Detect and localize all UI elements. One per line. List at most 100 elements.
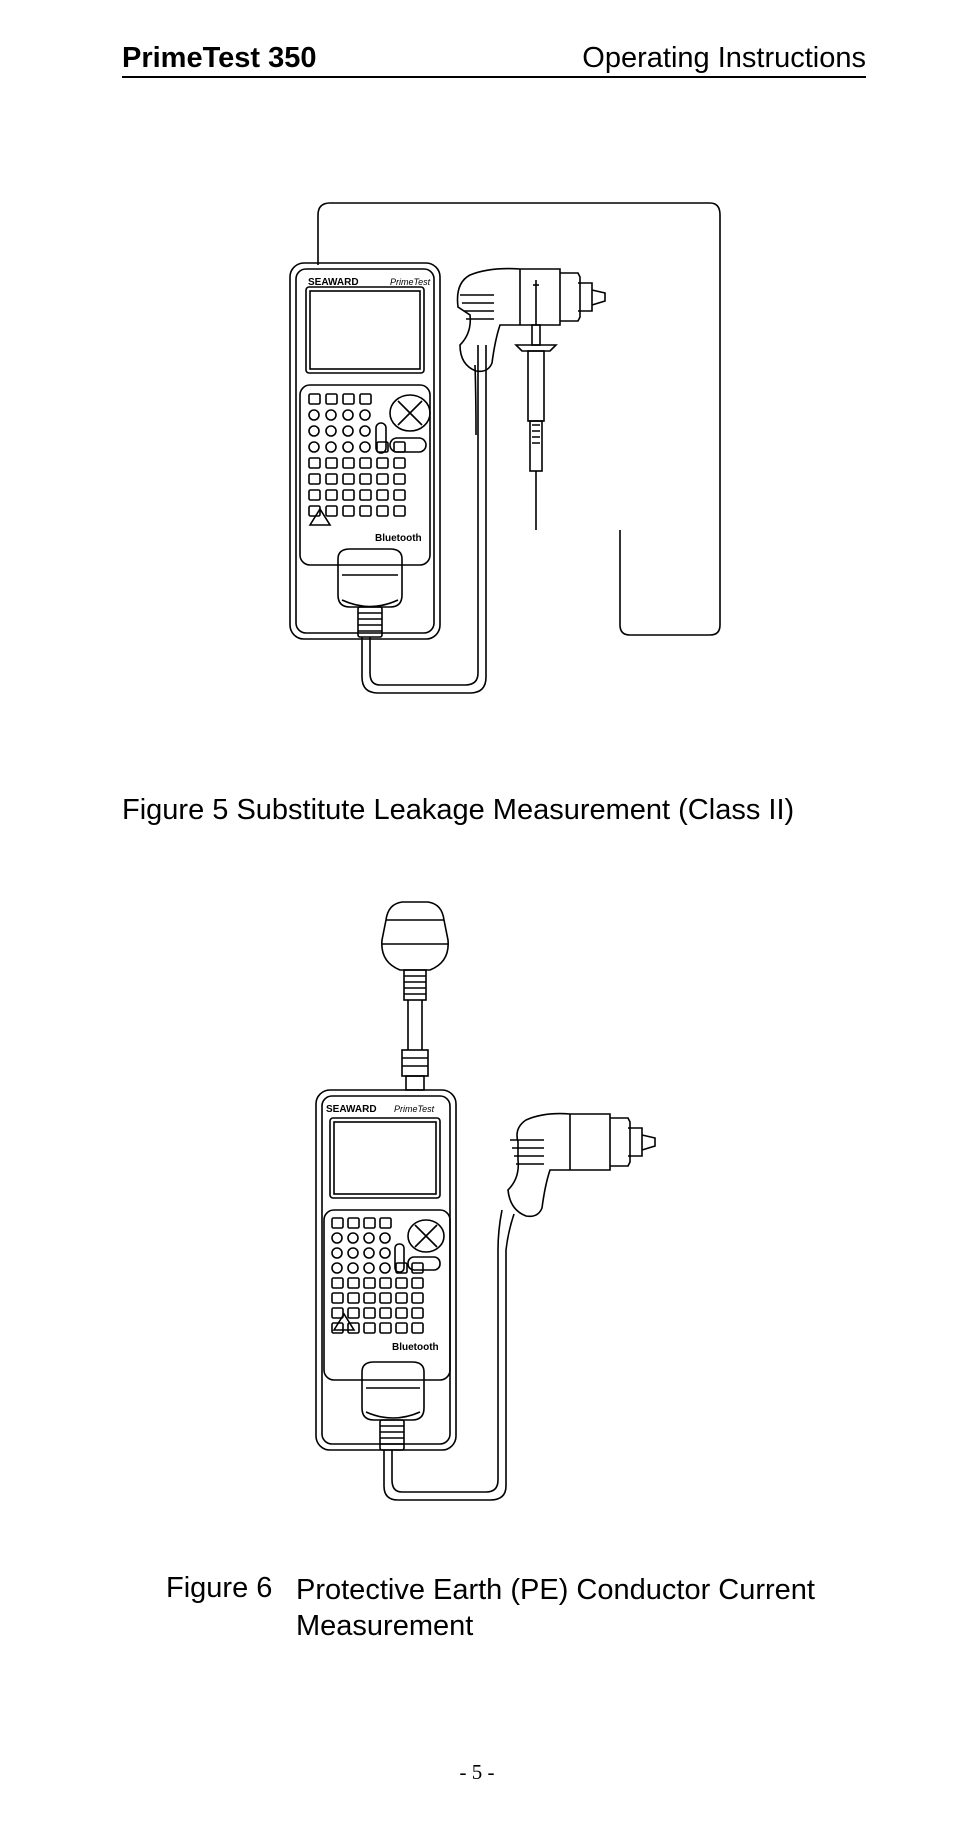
keypad-key — [411, 1262, 424, 1274]
keypad-key — [376, 473, 389, 485]
keypad-key — [342, 441, 354, 453]
keypad-key — [379, 1247, 391, 1259]
drill-appliance — [456, 267, 606, 436]
keypad-key — [347, 1232, 359, 1244]
keypad-key — [393, 441, 406, 453]
product-title: PrimeTest 350 — [122, 42, 317, 74]
keypad-key — [359, 441, 371, 453]
keypad-key — [395, 1277, 408, 1289]
keypad-key — [379, 1217, 392, 1229]
figure-5-caption: Figure 5 Substitute Leakage Measurement … — [122, 794, 795, 826]
test-probe — [514, 280, 558, 530]
keypad-key — [325, 409, 337, 421]
keypad-key — [331, 1217, 344, 1229]
keypad-key — [376, 505, 389, 517]
keypad-key — [325, 425, 337, 437]
keypad-key — [325, 457, 338, 469]
keypad-keys — [308, 393, 406, 517]
keypad-key — [308, 505, 321, 517]
keypad-key — [347, 1322, 360, 1334]
keypad-key — [359, 473, 372, 485]
keypad-key — [379, 1232, 391, 1244]
keypad — [299, 384, 431, 566]
keypad-key — [308, 457, 321, 469]
keypad-key — [342, 489, 355, 501]
keypad-key — [363, 1247, 375, 1259]
mains-plug — [361, 1250, 507, 1501]
keypad-key — [347, 1217, 360, 1229]
keypad-key — [308, 489, 321, 501]
keypad-key — [308, 473, 321, 485]
keypad-key — [363, 1262, 375, 1274]
keypad-key — [395, 1262, 408, 1274]
keypad-key — [331, 1232, 343, 1244]
keypad-key — [379, 1307, 392, 1319]
keypad-key — [342, 393, 355, 405]
keypad-key — [379, 1292, 392, 1304]
keypad-key — [411, 1322, 424, 1334]
keypad-key — [411, 1307, 424, 1319]
keypad-key — [393, 505, 406, 517]
keypad-key — [347, 1277, 360, 1289]
keypad-key — [347, 1262, 359, 1274]
keypad-key — [342, 457, 355, 469]
extension-plug — [381, 901, 449, 1091]
keypad-key — [395, 1292, 408, 1304]
keypad-key — [331, 1307, 344, 1319]
bluetooth-label: Bluetooth — [375, 533, 422, 544]
test-lead-cable — [317, 202, 721, 636]
tester-device — [289, 262, 441, 640]
keypad-key — [376, 489, 389, 501]
keypad-key — [359, 409, 371, 421]
keypad-key — [325, 505, 338, 517]
keypad-key — [325, 473, 338, 485]
keypad-key — [363, 1322, 376, 1334]
figure-6-caption-number: Figure 6 — [166, 1572, 273, 1604]
figure-6-illustration: SEAWARD PrimeTest Bluetooth — [315, 901, 656, 1501]
keypad-key — [363, 1232, 375, 1244]
keypad-key — [325, 441, 337, 453]
keypad-key — [379, 1277, 392, 1289]
keypad-key — [342, 425, 354, 437]
keypad-key — [411, 1277, 424, 1289]
keypad-key — [395, 1322, 408, 1334]
keypad-key — [363, 1292, 376, 1304]
bluetooth-label: Bluetooth — [392, 1342, 439, 1353]
keypad-key — [325, 393, 338, 405]
keypad-key — [308, 425, 320, 437]
keypad-key — [376, 457, 389, 469]
keypad-key — [331, 1277, 344, 1289]
page-number: - 5 - — [459, 1760, 495, 1784]
keypad-key — [363, 1307, 376, 1319]
keypad-key — [393, 489, 406, 501]
tester-model: PrimeTest — [394, 1104, 435, 1114]
tester-model: PrimeTest — [390, 277, 431, 287]
keypad-key — [359, 425, 371, 437]
keypad-key — [359, 505, 372, 517]
keypad-key — [393, 457, 406, 469]
tester-brand: SEAWARD — [308, 277, 359, 288]
keypad-key — [347, 1307, 360, 1319]
keypad-key — [308, 393, 321, 405]
keypad — [323, 1209, 451, 1381]
drill-appliance — [497, 1112, 656, 1251]
tester-device — [315, 1089, 457, 1451]
keypad-key — [331, 1262, 343, 1274]
keypad-key — [359, 457, 372, 469]
keypad-keys — [331, 1217, 424, 1334]
keypad-key — [331, 1292, 344, 1304]
keypad-key — [342, 409, 354, 421]
figure-6-caption-text: Protective Earth (PE) Conductor Current … — [296, 1574, 815, 1642]
keypad-key — [342, 473, 355, 485]
keypad-key — [308, 409, 320, 421]
keypad-key — [411, 1292, 424, 1304]
keypad-key — [359, 489, 372, 501]
keypad-key — [347, 1247, 359, 1259]
figure-5-illustration: SEAWARD PrimeTest Bluetooth — [289, 202, 721, 694]
keypad-key — [363, 1277, 376, 1289]
tester-display — [305, 286, 425, 374]
keypad-key — [379, 1322, 392, 1334]
keypad-key — [325, 489, 338, 501]
keypad-key — [393, 473, 406, 485]
keypad-key — [359, 393, 372, 405]
